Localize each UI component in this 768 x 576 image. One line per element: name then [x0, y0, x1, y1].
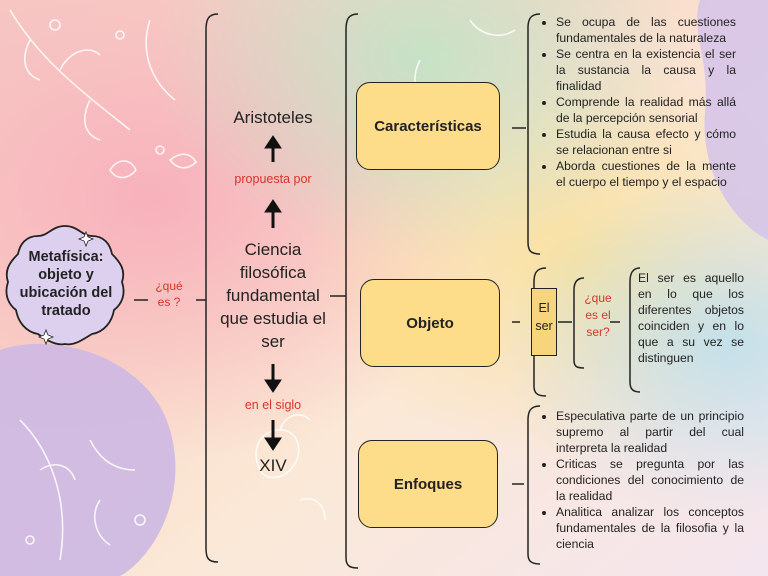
siglo-label: XIV — [259, 456, 287, 475]
list-item: Comprende la realidad más allá de la per… — [556, 94, 736, 126]
enfoques-list: Especulativa parte de un principio supre… — [540, 408, 744, 552]
el-ser-definition: El ser es aquello en lo que los diferent… — [638, 271, 744, 365]
list-item: Analitica analizar los conceptos fundame… — [556, 504, 744, 552]
title-text: Metafísica: objeto y ubicación del trata… — [19, 249, 113, 319]
aristoteles-label: Aristoteles — [233, 108, 313, 127]
que-es-label: ¿qué es ? — [155, 279, 183, 309]
list-item: Criticas se pregunta por las condiciones… — [556, 456, 744, 504]
list-item: Se centra en la existencia el ser la sus… — [556, 46, 736, 94]
caracteristicas-box: Características — [356, 82, 500, 170]
propuesta-por-label: propuesta por — [234, 172, 312, 186]
list-item: Aborda cuestiones de la mente el cuerpo … — [556, 158, 736, 190]
caracteristicas-list: Se ocupa de las cuestiones fundamentales… — [540, 14, 736, 190]
el-ser-box: El ser — [531, 288, 557, 356]
list-item: Se ocupa de las cuestiones fundamentales… — [556, 14, 736, 46]
definition-text: Ciencia filosófica fundamental que estud… — [220, 240, 326, 351]
en-el-siglo-label: en el siglo — [244, 398, 302, 412]
que-es-el-ser-label: ¿que es el ser? — [584, 291, 612, 339]
list-item: Especulativa parte de un principio supre… — [556, 408, 744, 456]
objeto-box: Objeto — [360, 279, 500, 367]
list-item: Estudia la causa efecto y cómo se relaci… — [556, 126, 736, 158]
title-badge-shape — [5, 225, 125, 346]
enfoques-box: Enfoques — [358, 440, 498, 528]
